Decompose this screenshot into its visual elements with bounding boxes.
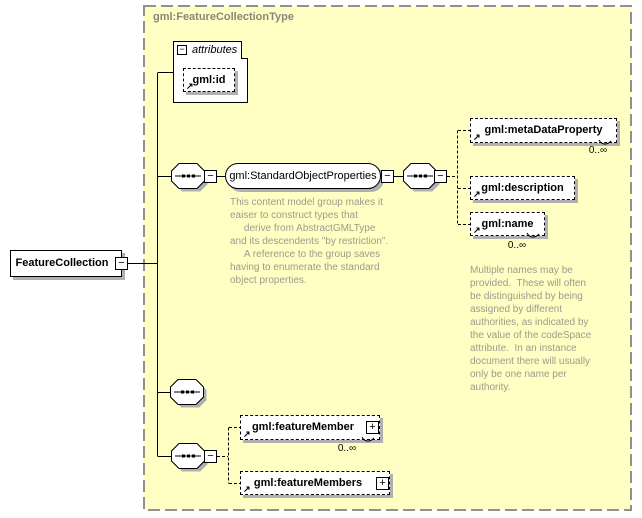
root-element-label: FeatureCollection — [15, 257, 109, 269]
root-collapse-toggle[interactable]: − — [115, 257, 128, 270]
featuremember-expand-toggle[interactable]: + — [366, 421, 379, 434]
attribute-gml-id-box[interactable]: ↗ gml:id — [183, 68, 235, 92]
name-annotation: Multiple names may be provided. These wi… — [470, 265, 592, 393]
attribute-gml-id-label: gml:id — [192, 74, 226, 86]
optional-connector-lines — [217, 130, 470, 484]
repeat-notch-icon — [526, 232, 540, 238]
choice-collapse-toggle[interactable]: − — [204, 450, 217, 463]
reference-arrow-icon: ↗ — [473, 189, 481, 199]
repeat-notch-icon — [598, 139, 612, 145]
group-standardobjectproperties-box[interactable]: gml:StandardObjectProperties — [225, 163, 381, 189]
sequence-icon — [171, 443, 208, 472]
element-name-label: gml:name — [481, 218, 534, 230]
element-featuremembers-label: gml:featureMembers — [253, 477, 363, 489]
group-collapse-toggle[interactable]: − — [381, 170, 394, 183]
element-description-label: gml:description — [481, 182, 564, 194]
sequence-icon — [170, 379, 207, 408]
element-metadataproperty-label: gml:metaDataProperty — [484, 124, 603, 136]
sequence-icon — [403, 163, 440, 192]
reference-arrow-icon: ↗ — [473, 225, 481, 235]
element-name-box[interactable]: ↗ gml:name — [470, 212, 545, 238]
connector-lines — [128, 72, 403, 457]
group-annotation: This content model group makes it eaiser… — [230, 197, 389, 286]
repeat-notch-icon — [361, 436, 375, 442]
element-featuremembers-box[interactable]: ↗ gml:featureMembers — [240, 471, 390, 495]
root-element-box[interactable]: FeatureCollection — [10, 250, 122, 277]
occurs-label: 0..∞ — [588, 145, 608, 156]
reference-arrow-icon: ↗ — [473, 132, 481, 142]
attributes-collapse-toggle[interactable]: − — [177, 45, 187, 55]
featuremembers-expand-toggle[interactable]: + — [376, 477, 389, 490]
occurs-label: 0..∞ — [507, 240, 527, 251]
attributes-tab: attributes — [173, 41, 242, 59]
reference-arrow-icon: ↗ — [243, 429, 251, 439]
reference-arrow-icon: ↗ — [243, 484, 251, 494]
complextype-title: gml:FeatureCollectionType — [153, 11, 294, 23]
sequence-icon — [171, 163, 208, 192]
reference-arrow-icon: ↗ — [186, 81, 194, 91]
occurs-label: 0..∞ — [337, 443, 357, 454]
group-label: gml:StandardObjectProperties — [229, 170, 377, 182]
element-featuremember-label: gml:featureMember — [251, 421, 355, 433]
element-metadataproperty-box[interactable]: ↗ gml:metaDataProperty — [470, 118, 617, 145]
element-featuremember-box[interactable]: ↗ gml:featureMember — [240, 415, 380, 442]
sequence-collapse-toggle[interactable]: − — [204, 170, 217, 183]
group-sequence-collapse-toggle[interactable]: − — [434, 170, 447, 183]
element-description-box[interactable]: ↗ gml:description — [470, 176, 575, 200]
attributes-label: attributes — [192, 44, 238, 56]
